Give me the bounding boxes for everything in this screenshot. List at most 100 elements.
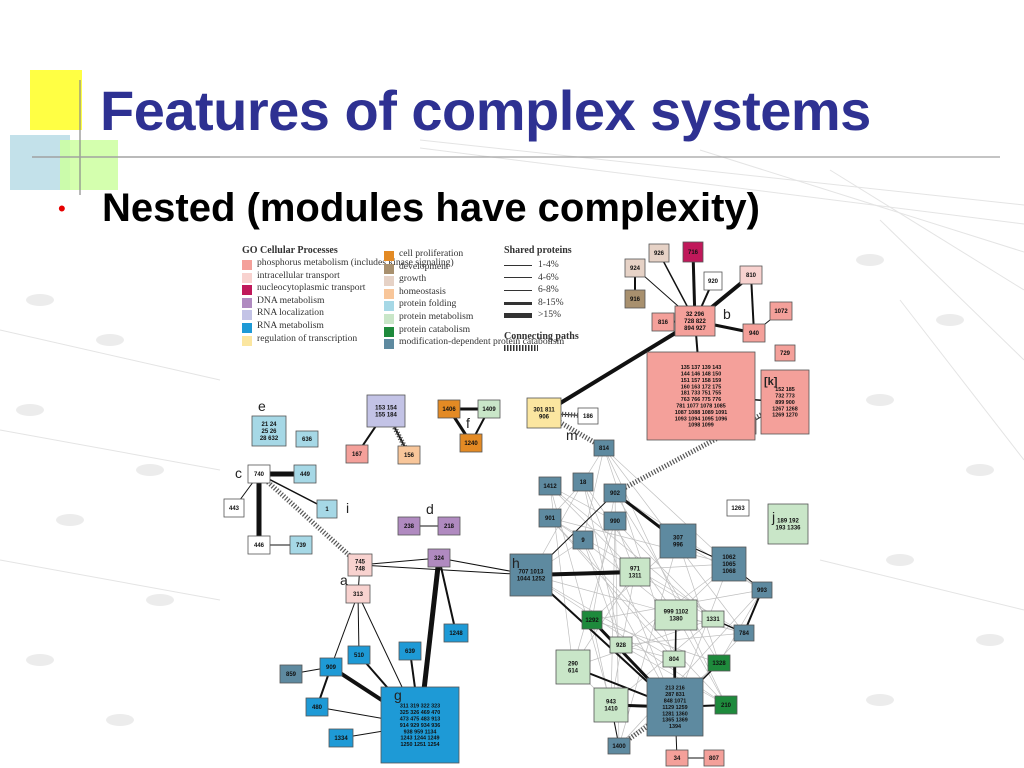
network-edge	[677, 540, 720, 664]
network-node: 18	[572, 472, 594, 492]
go-legend-item: regulation of transcription	[242, 332, 454, 348]
node-label: 990	[610, 519, 621, 525]
node-label: 848 1071	[664, 698, 686, 704]
network-edge	[359, 564, 532, 576]
module-label: m	[566, 427, 578, 443]
node-label: 1331	[706, 617, 720, 623]
node-label: 971	[630, 567, 641, 573]
node-label: 510	[354, 653, 365, 659]
legend-swatch	[384, 288, 394, 299]
go-legend-item: RNA metabolism	[242, 321, 454, 335]
go-legend: GO Cellular Processes phosphorus metabol…	[242, 246, 454, 347]
node-box	[674, 305, 716, 337]
node-label: 1098 1099	[688, 423, 713, 429]
node-label: 152 185	[775, 387, 795, 393]
node-box	[714, 695, 738, 715]
node-label: 859	[286, 672, 297, 678]
network-edge	[549, 485, 714, 620]
network-node: 716	[682, 241, 704, 263]
node-label: 996	[673, 543, 684, 549]
legend-swatch	[384, 313, 394, 324]
network-node: 739	[289, 535, 313, 555]
node-label: 906	[539, 415, 550, 421]
node-label: 1072	[774, 309, 788, 315]
network-node: 920	[703, 271, 723, 291]
node-label: 449	[300, 472, 311, 478]
node-label: 186	[583, 414, 594, 420]
shared-proteins-item: >15%	[504, 309, 579, 322]
node-label: 307	[673, 536, 684, 542]
node-label: 728 822	[684, 319, 706, 325]
node-label: 9	[581, 538, 585, 544]
shared-proteins-line	[504, 277, 532, 279]
node-label: 1400	[612, 744, 626, 750]
node-label: 928	[616, 643, 627, 649]
node-label: 473 475 483 913	[400, 716, 440, 722]
legend-swatch	[242, 285, 252, 296]
node-label: 167	[352, 452, 363, 458]
node-label: 1087 1088 1089 1091	[675, 410, 727, 416]
network-node: 1240	[459, 433, 483, 453]
node-label: 740	[254, 472, 265, 478]
node-label: 1292	[585, 618, 599, 624]
node-label: 739	[296, 543, 307, 549]
node-box	[577, 407, 599, 425]
node-label: 311 319 322 323	[400, 704, 440, 710]
node-label: 193 1336	[775, 526, 801, 532]
node-label: 938 959 1134	[404, 729, 437, 735]
node-label: 1328	[712, 661, 726, 667]
go-legend-item: development	[384, 261, 564, 276]
legend-label: regulation of transcription	[257, 332, 358, 344]
node-box	[437, 399, 461, 419]
legend-swatch	[384, 263, 394, 274]
node-label: 1240	[464, 441, 478, 447]
bullet-marker: •	[58, 195, 66, 221]
legend-label: protein metabolism	[399, 310, 474, 322]
node-box	[774, 344, 796, 362]
network-node: 238	[397, 516, 421, 536]
node-box	[619, 557, 651, 587]
go-legend-item: protein catabolism	[384, 324, 564, 339]
network-node: 480	[305, 697, 329, 717]
node-box	[769, 301, 793, 321]
network-node: 1334	[328, 728, 354, 748]
title-underline	[32, 156, 1000, 158]
node-label: 1065	[722, 562, 736, 568]
node-label: 1	[325, 507, 329, 513]
node-box	[526, 397, 562, 429]
legend-label: 6-8%	[538, 284, 559, 296]
node-label: 1269 1270	[772, 413, 797, 419]
network-node: 1400	[607, 737, 631, 755]
go-legend-item: nucleocytoplasmic transport	[242, 283, 454, 297]
node-label: 213 216	[665, 686, 685, 692]
network-node: 902	[603, 483, 627, 503]
network-edge	[582, 481, 677, 616]
node-box	[662, 650, 686, 668]
node-label: 920	[708, 279, 719, 285]
module-label: b	[723, 306, 731, 322]
network-node: 859	[279, 664, 303, 684]
node-label: 943	[606, 700, 617, 706]
shared-proteins-line	[504, 265, 532, 266]
node-box	[624, 289, 646, 309]
network-edge	[750, 274, 755, 334]
node-label: 1412	[543, 484, 557, 490]
node-label: 707 1013	[518, 570, 544, 576]
node-label: 1311	[628, 574, 642, 580]
node-label: 810	[746, 273, 757, 279]
node-label: 748	[355, 567, 366, 573]
legend-label: phosphorus metabolism (includes kinase s…	[257, 257, 454, 268]
network-node: 909	[319, 657, 343, 677]
network-node: 324	[427, 548, 451, 568]
node-label: 804	[669, 657, 680, 663]
